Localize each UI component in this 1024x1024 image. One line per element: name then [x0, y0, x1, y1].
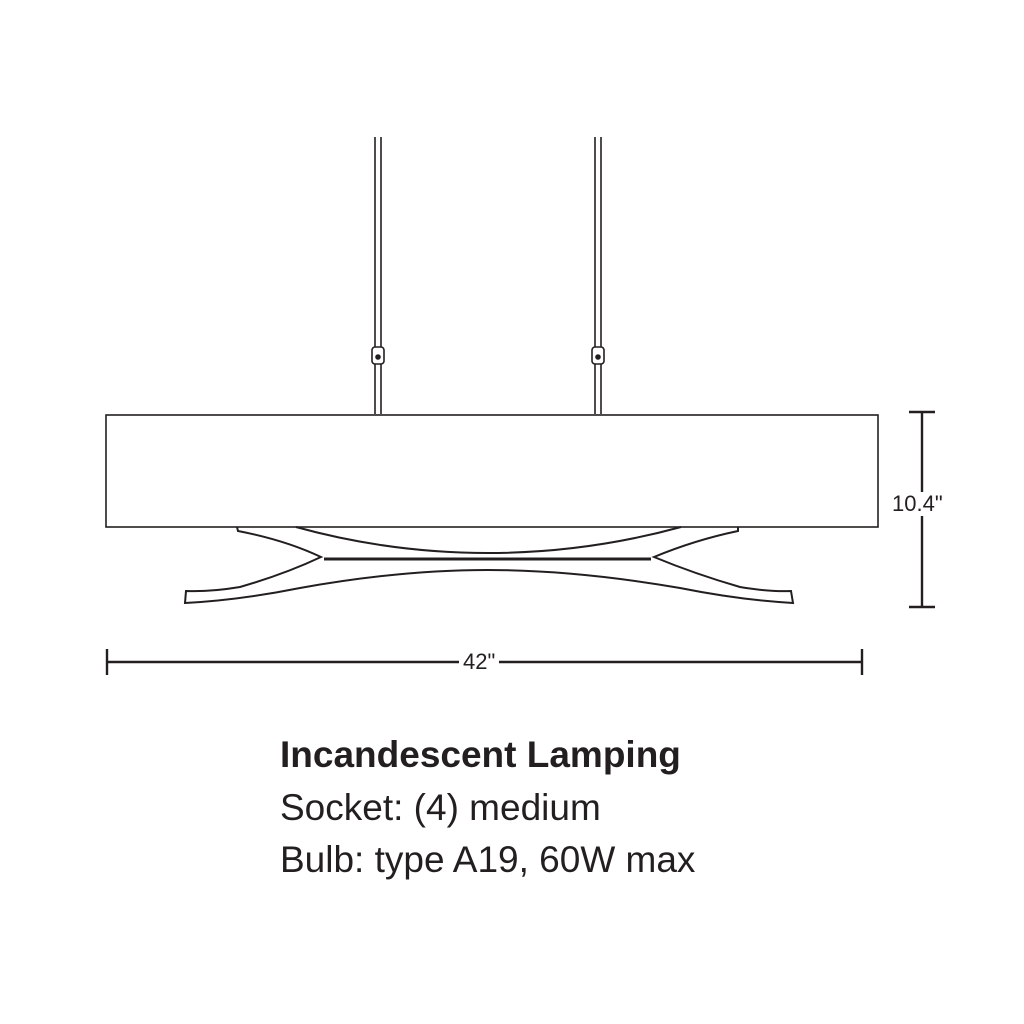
width-label: 42": [459, 650, 500, 674]
lamp-shade: [105, 414, 879, 528]
spec-title: Incandescent Lamping: [280, 734, 681, 775]
height-label: 10.4": [888, 492, 947, 516]
spec-socket: Socket: (4) medium: [280, 787, 601, 828]
suspension-rod-right: [591, 137, 605, 414]
suspension-rod-left: [371, 137, 385, 414]
fixture-base: [183, 526, 795, 605]
spec-bulb: Bulb: type A19, 60W max: [280, 839, 696, 880]
